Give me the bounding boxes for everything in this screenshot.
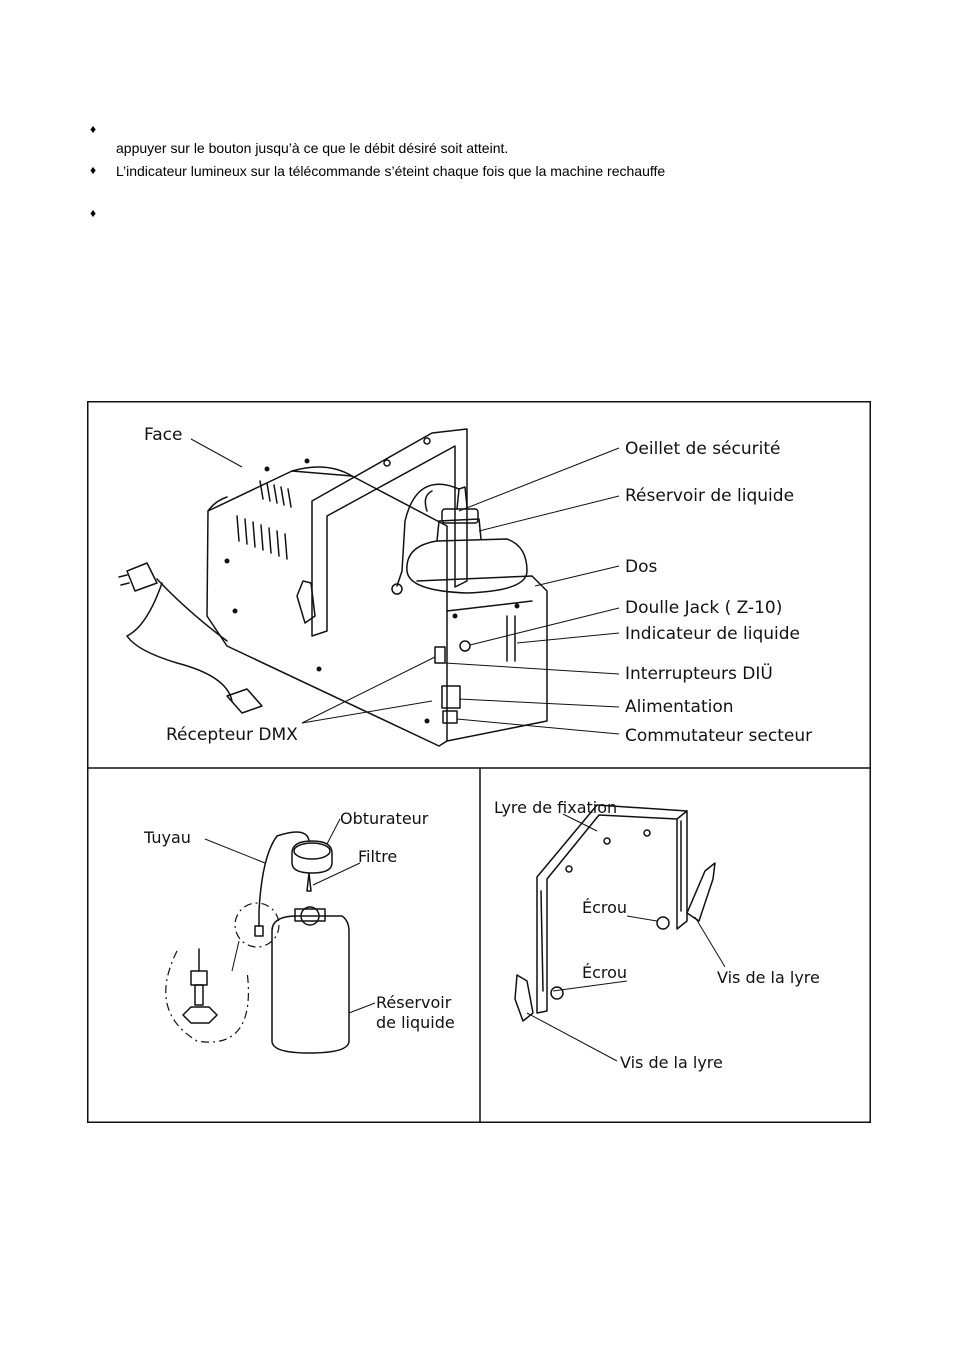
label-vis-lyre-bottom: Vis de la lyre (620, 1053, 723, 1072)
bullet-icon: ♦ (90, 122, 97, 136)
label-oeillet: Oeillet de sécurité (625, 439, 781, 459)
bullet-icon: ♦ (90, 206, 97, 220)
bullet-1-text-line2: appuyer sur le bouton jusqu’à ce que le … (116, 140, 509, 156)
label-alimentation: Alimentation (625, 697, 734, 717)
bullet-icon: ♦ (90, 163, 97, 177)
label-doulle-jack: Doulle Jack ( Z-10) (625, 598, 783, 618)
label-reservoir: Réservoir de liquide (625, 486, 795, 506)
label-ecrou-upper: Écrou (582, 898, 628, 917)
bullet-2-text: L’indicateur lumineux sur la télécommand… (116, 163, 666, 179)
label-lyre-fixation: Lyre de fixation (494, 798, 618, 817)
label-reservoir-line2: de liquide (376, 1013, 455, 1032)
fog-machine-drawing (118, 428, 620, 747)
label-face: Face (144, 425, 183, 445)
label-vis-lyre-right: Vis de la lyre (717, 968, 820, 987)
label-commutateur: Commutateur secteur (625, 726, 813, 746)
label-dos: Dos (625, 557, 658, 577)
label-filtre: Filtre (358, 847, 398, 866)
label-interrupteurs: Interrupteurs DIÜ (625, 664, 773, 684)
label-recepteur-dmx: Récepteur DMX (166, 725, 298, 745)
bracket-drawing (514, 804, 726, 1062)
label-ecrou-lower: Écrou (582, 963, 628, 982)
tank-drawing (165, 818, 376, 1054)
machine-diagram-figure: Face Oeillet de sécurité Réservoir de li… (87, 401, 871, 1123)
label-indicateur: Indicateur de liquide (625, 624, 800, 644)
label-reservoir-line1: Réservoir (376, 993, 452, 1012)
label-tuyau: Tuyau (144, 828, 191, 847)
label-obturateur: Obturateur (340, 809, 429, 828)
